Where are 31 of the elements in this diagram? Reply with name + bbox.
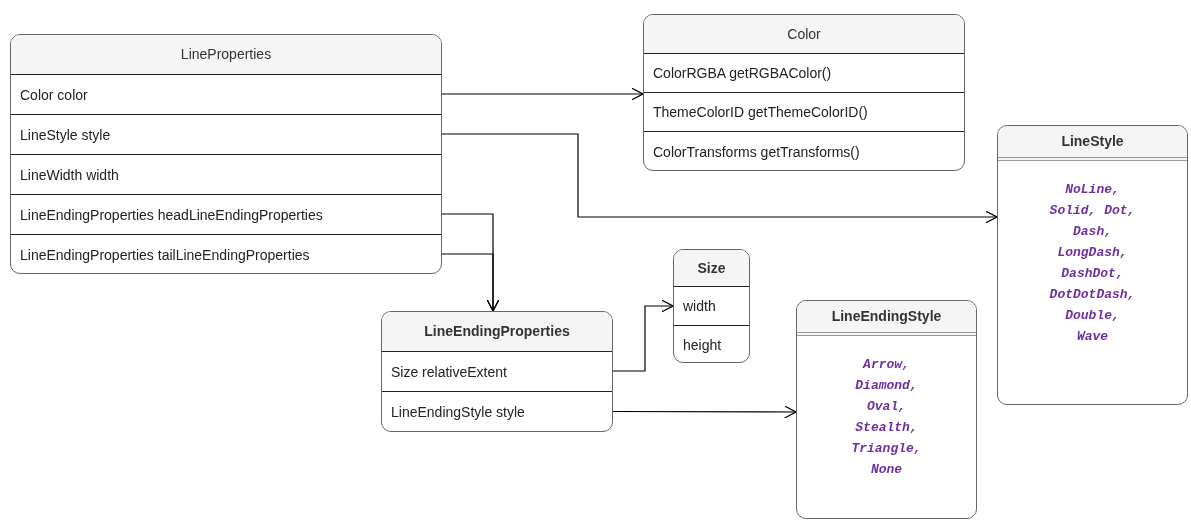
attribute-row: height	[674, 325, 749, 362]
enum-values: NoLine, Solid, Dot, Dash, LongDash, DashDot, DotDotDash, Double, Wave	[1048, 181, 1137, 346]
attribute-row: LineWidth width	[11, 154, 441, 194]
association-arrow	[441, 253, 500, 312]
attribute-row: LineEndingStyle style	[382, 391, 612, 431]
attribute-row: LineEndingProperties headLineEndingProperties	[11, 194, 441, 234]
attribute-row: width	[674, 286, 749, 325]
class-box	[10, 34, 442, 274]
class-box	[643, 14, 965, 171]
class-box	[673, 249, 750, 363]
attribute-row: LineStyle style	[11, 114, 441, 154]
enum-values: Arrow, Diamond, Oval, Stealth, Triangle, None	[850, 356, 923, 479]
class-name: LineProperties	[11, 35, 441, 74]
attribute-row: Color color	[11, 74, 441, 114]
association-arrow	[441, 133, 998, 224]
enum-class-box	[796, 300, 977, 519]
class-name: Color	[644, 15, 964, 53]
class-name: LineStyle	[998, 126, 1187, 161]
class-name: LineEndingStyle	[797, 301, 976, 336]
attribute-row: ColorTransforms getTransforms()	[644, 131, 964, 170]
attribute-row: ColorRGBA getRGBAColor()	[644, 53, 964, 92]
attribute-row: Size relativeExtent	[382, 351, 612, 391]
association-arrow	[612, 405, 797, 419]
attribute-row: ThemeColorID getThemeColorID()	[644, 92, 964, 131]
association-arrow	[612, 299, 674, 372]
association-arrow	[441, 87, 644, 101]
enum-class-box	[997, 125, 1188, 405]
class-name: Size	[674, 250, 749, 286]
attribute-row: LineEndingProperties tailLineEndingProperties	[11, 234, 441, 273]
class-name: LineEndingProperties	[382, 312, 612, 351]
class-box	[381, 311, 613, 432]
